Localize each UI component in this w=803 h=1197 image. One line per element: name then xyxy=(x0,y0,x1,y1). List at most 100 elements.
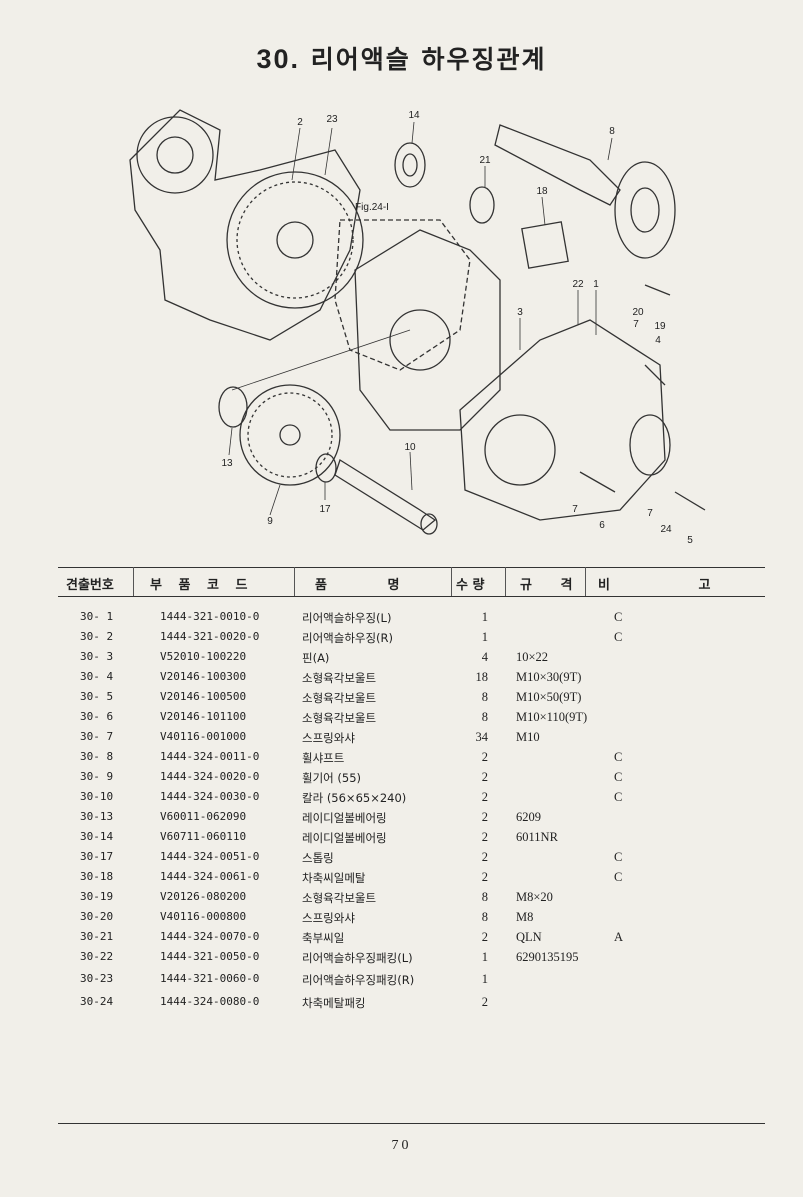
seal-21 xyxy=(469,186,495,224)
row-spec: M10×30(9T) xyxy=(516,670,582,684)
row-part-name: 칼라 (56×65×240) xyxy=(302,791,407,805)
row-qty: 2 xyxy=(481,830,488,844)
row-no: 30-19 xyxy=(80,890,114,903)
row-qty: 2 xyxy=(481,750,488,764)
row-part-name: 스프링와샤 xyxy=(302,911,355,925)
row-part-name: 차축씨일메탈 xyxy=(302,871,366,885)
row-remark: C xyxy=(614,870,623,884)
row-part-code: V52010-100220 xyxy=(160,650,247,663)
row-part-name: 소형육각보울트 xyxy=(302,711,377,725)
callout-6: 6 xyxy=(599,520,605,531)
row-qty: 4 xyxy=(481,650,488,664)
row-spec: M8 xyxy=(516,910,534,924)
row-part-name: 리어액슬하우징(R) xyxy=(302,631,394,645)
row-spec: QLN xyxy=(516,930,542,944)
callout-19: 19 xyxy=(654,321,666,332)
figure-reference: Fig.24-I xyxy=(355,202,389,213)
row-qty: 18 xyxy=(475,670,489,684)
row-no: 30-24 xyxy=(80,995,114,1008)
row-part-code: 1444-321-0050-0 xyxy=(160,950,260,963)
row-part-code: V40116-000800 xyxy=(160,910,247,923)
row-no: 30- 2 xyxy=(80,630,114,643)
collar-10 xyxy=(334,459,437,531)
row-part-name: 리어액슬하우징패킹(L) xyxy=(302,951,413,965)
row-qty: 34 xyxy=(475,730,489,744)
row-part-name: 리어액슬하우징(L) xyxy=(302,611,392,625)
header-name: 품 명 xyxy=(315,578,428,593)
callout-8: 8 xyxy=(609,126,615,137)
header-no: 견출번호 xyxy=(66,578,114,593)
row-spec: 10×22 xyxy=(516,650,549,664)
exploded-parts-diagram: 2 23 14 8 21 18 22 1 20 19 7 4 3 13 10 9… xyxy=(129,109,706,546)
row-part-code: 1444-321-0060-0 xyxy=(160,972,260,985)
row-part-code: V20146-100300 xyxy=(160,670,247,683)
row-part-code: V20146-101100 xyxy=(160,710,247,723)
row-spec: M8×20 xyxy=(516,890,553,904)
right-housing-1 xyxy=(459,319,666,521)
row-no: 30- 3 xyxy=(80,650,114,663)
row-remark: C xyxy=(614,770,623,784)
table-bottom-rule xyxy=(58,1123,765,1124)
col-divider xyxy=(294,567,295,596)
row-remark: C xyxy=(614,750,623,764)
row-qty: 2 xyxy=(481,770,488,784)
stop-ring-17 xyxy=(315,453,337,483)
row-part-code: 1444-324-0070-0 xyxy=(160,930,260,943)
header-part-code: 부 품 코 드 xyxy=(150,578,254,593)
row-part-code: V40116-001000 xyxy=(160,730,247,743)
row-qty: 2 xyxy=(481,995,488,1009)
section-number: 30. xyxy=(256,44,301,74)
row-no: 30-13 xyxy=(80,810,114,823)
row-no: 30- 4 xyxy=(80,670,114,683)
row-qty: 1 xyxy=(481,972,488,986)
row-part-code: 1444-324-0011-0 xyxy=(160,750,260,763)
bolt-4 xyxy=(644,364,666,386)
bolt-5 xyxy=(674,491,706,511)
header-spec: 규 격 xyxy=(520,578,585,593)
bearing-13 xyxy=(218,386,248,428)
center-housing xyxy=(354,229,501,431)
callout-17: 17 xyxy=(319,504,331,515)
row-qty: 2 xyxy=(481,810,488,824)
row-part-code: 1444-321-0020-0 xyxy=(160,630,260,643)
row-qty: 8 xyxy=(481,690,488,704)
bolt-19 xyxy=(644,284,671,296)
row-remark: C xyxy=(614,790,623,804)
row-no: 30- 5 xyxy=(80,690,114,703)
row-spec: 6209 xyxy=(516,810,541,824)
row-no: 30- 8 xyxy=(80,750,114,763)
callout-2: 2 xyxy=(297,117,303,128)
row-qty: 2 xyxy=(481,790,488,804)
callout-21: 21 xyxy=(479,155,491,166)
row-no: 30-20 xyxy=(80,910,114,923)
row-part-code: 1444-324-0051-0 xyxy=(160,850,260,863)
col-divider xyxy=(133,567,134,596)
row-part-name: 소형육각보울트 xyxy=(302,891,377,905)
left-housing xyxy=(129,109,361,341)
row-part-name: 레이디얼볼베어링 xyxy=(302,831,387,845)
callout-7b: 7 xyxy=(572,504,578,515)
row-remark: A xyxy=(614,930,624,944)
row-no: 30-14 xyxy=(80,830,114,843)
callout-7a: 7 xyxy=(633,319,639,330)
gasket-fig24 xyxy=(334,219,471,371)
row-part-name: 휠기어 (55) xyxy=(302,771,362,785)
row-part-code: 1444-324-0020-0 xyxy=(160,770,260,783)
header-remark: 비 고 xyxy=(598,578,753,593)
